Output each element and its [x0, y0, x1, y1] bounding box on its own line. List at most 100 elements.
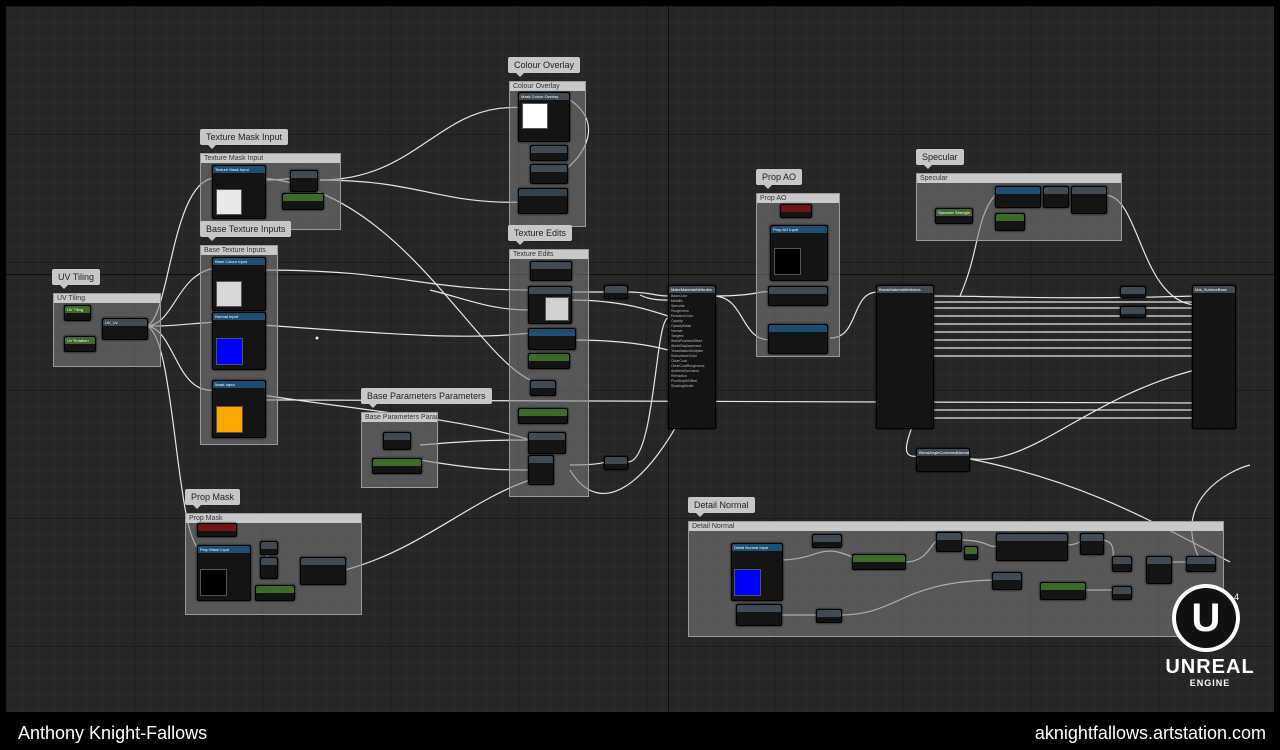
- node-title: [769, 287, 827, 294]
- reroute-out-node-2[interactable]: [1120, 306, 1146, 318]
- lerp-node-3[interactable]: [528, 455, 554, 485]
- prop-ao-sample-node[interactable]: Prop AO Input: [770, 225, 828, 281]
- constant-param-node[interactable]: [383, 432, 411, 450]
- texture-preview: [545, 297, 569, 321]
- append-node[interactable]: [260, 541, 278, 555]
- detail-component-node[interactable]: [1080, 533, 1104, 555]
- detail-append-node[interactable]: [1112, 556, 1132, 572]
- uv-tiling-bubble[interactable]: UV Tiling: [52, 269, 101, 289]
- uv-function-node[interactable]: UV_Uv: [102, 318, 148, 340]
- component-mask-node[interactable]: [530, 145, 568, 161]
- detail-normal-sample-node[interactable]: Detail Normal Input: [731, 543, 783, 601]
- comment-header: Base Texture Inputs: [201, 246, 277, 255]
- lerp-node-2[interactable]: [528, 286, 572, 324]
- uv-rotation-param-node[interactable]: UV Rotation: [64, 336, 96, 352]
- bool-param-node[interactable]: [780, 204, 812, 218]
- prop-ao-bubble[interactable]: Prop AO: [756, 169, 803, 189]
- node-title: [1113, 587, 1131, 594]
- blend-overlay-node-3[interactable]: [528, 432, 566, 454]
- specular-param-node[interactable]: Specular Strength: [935, 208, 973, 224]
- blend-overlay-node-2[interactable]: [530, 261, 572, 281]
- mask-strength-param-node[interactable]: [282, 193, 324, 210]
- multiply-node[interactable]: [530, 380, 556, 396]
- attr-row: WorldDisplacement: [671, 344, 702, 348]
- base-normal-strength-node[interactable]: [528, 353, 570, 369]
- logo-circle: [1172, 584, 1240, 652]
- transform-vector-node[interactable]: [996, 533, 1068, 561]
- node-title: Prop AO Input: [771, 226, 827, 233]
- node-title: [531, 146, 567, 153]
- texture-mask-sample-node[interactable]: Texture Mask Input: [212, 165, 266, 219]
- prop-mask-strength-node[interactable]: [255, 585, 295, 601]
- node-title: [529, 354, 569, 361]
- node-title: [531, 381, 555, 388]
- node-title: Normal Input: [213, 313, 265, 320]
- reroute-out-node[interactable]: [1120, 286, 1146, 298]
- reroute-node[interactable]: [604, 285, 628, 299]
- blend-angle-normals-node[interactable]: BlendAngleCorrectedNormals: [916, 448, 970, 472]
- detail-multiply-node[interactable]: [936, 532, 962, 552]
- prop-mask-sample-node[interactable]: Prop Mask Input: [197, 545, 251, 601]
- node-title: [996, 187, 1040, 194]
- detail-const-node[interactable]: [1112, 586, 1132, 600]
- node-title: [384, 433, 410, 440]
- detail-normal-strength-node[interactable]: [852, 554, 906, 570]
- clamp-spec-node[interactable]: [1071, 186, 1107, 214]
- overlay-strength-node[interactable]: [518, 188, 568, 214]
- node-title: [997, 534, 1067, 541]
- colour-overlay-param-node[interactable]: Mask Colour Overlay: [518, 92, 570, 142]
- detail-normalize-node[interactable]: [1186, 556, 1216, 572]
- break-material-attributes-node[interactable]: BreakMaterialAttributes: [876, 285, 934, 429]
- metallic-param-node[interactable]: [372, 458, 422, 474]
- logo-subtitle: ENGINE: [1189, 678, 1231, 688]
- base-parameters-comment[interactable]: Base Parameters Parameters: [361, 412, 438, 488]
- detail-mask-node[interactable]: [812, 534, 842, 548]
- base-texture-inputs-bubble[interactable]: Base Texture Inputs: [200, 221, 292, 241]
- make-material-attributes-node[interactable]: MakeMaterialAttributes BaseColor Metalli…: [668, 285, 716, 429]
- prop-mask-bool-node[interactable]: [197, 523, 237, 537]
- specular-const-node[interactable]: [995, 213, 1025, 231]
- flatten-normal-node[interactable]: [528, 328, 576, 350]
- roughness-param-node[interactable]: [518, 408, 568, 424]
- node-title: [737, 605, 781, 612]
- multiply-spec-node[interactable]: [1043, 186, 1069, 208]
- detail-add-node[interactable]: [992, 572, 1022, 590]
- normal-sample-node[interactable]: Normal Input: [212, 312, 266, 370]
- node-title: [605, 286, 627, 293]
- lerp-specular-node[interactable]: [995, 186, 1041, 208]
- texture-edits-bubble[interactable]: Texture Edits: [508, 225, 573, 245]
- colour-overlay-bubble[interactable]: Colour Overlay: [508, 57, 581, 77]
- detail-reroute-node[interactable]: [964, 546, 978, 560]
- node-title: [769, 325, 827, 332]
- node-title: [531, 165, 567, 172]
- one-minus-node[interactable]: [260, 557, 278, 579]
- prop-mask-lerp-node[interactable]: [300, 557, 346, 585]
- node-title: [781, 205, 811, 212]
- specular-bubble[interactable]: Specular: [916, 149, 964, 169]
- static-switch-node[interactable]: [768, 286, 828, 306]
- detail-lerp-node[interactable]: [1146, 556, 1172, 584]
- reroute-node-2[interactable]: [604, 456, 628, 470]
- shader-mask-node[interactable]: [768, 324, 828, 354]
- detail-normal-scale-node[interactable]: [1040, 582, 1086, 600]
- blend-overlay-node[interactable]: [530, 164, 568, 184]
- node-title: Mask Colour Overlay: [519, 93, 569, 100]
- base-colour-sample-node[interactable]: Base Colour Input: [212, 257, 266, 311]
- lerp-node[interactable]: [290, 170, 318, 192]
- website-link[interactable]: aknightfallows.artstation.com: [1034, 723, 1266, 743]
- attr-row: ShadingModel: [671, 384, 694, 388]
- detail-uv-node[interactable]: [736, 604, 782, 626]
- detail-multiply-node-2[interactable]: [816, 609, 842, 623]
- uv-tiling-param-node[interactable]: UV Tiling: [64, 305, 91, 321]
- mask-sample-node[interactable]: Mask Input: [212, 380, 266, 438]
- prop-mask-bubble[interactable]: Prop Mask: [185, 489, 241, 509]
- node-title: [853, 555, 905, 562]
- base-parameters-bubble[interactable]: Base Parameters Parameters: [361, 388, 492, 408]
- texture-mask-input-bubble[interactable]: Texture Mask Input: [200, 129, 289, 149]
- attr-row: Normal: [671, 329, 683, 333]
- node-title: [1147, 557, 1171, 564]
- node-title: [529, 456, 553, 463]
- detail-normal-bubble[interactable]: Detail Normal: [688, 497, 755, 517]
- node-title: [373, 459, 421, 466]
- output-result-node[interactable]: Mat_SurfaceBase: [1192, 285, 1236, 429]
